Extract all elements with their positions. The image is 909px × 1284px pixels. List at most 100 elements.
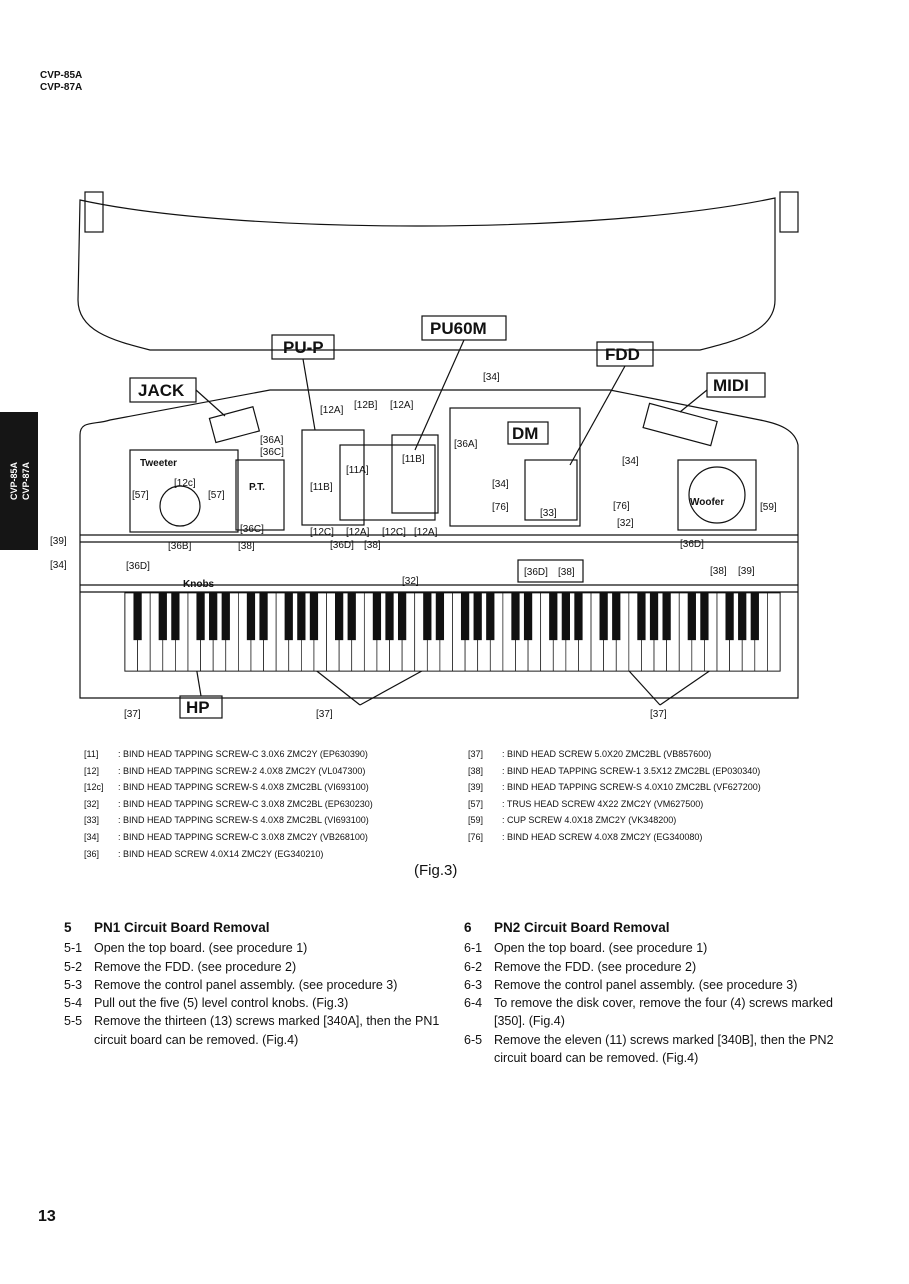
legend-code: [59] [468, 815, 484, 826]
step-text: Remove the thirteen (13) screws marked [… [94, 1014, 440, 1047]
model-header: CVP-85A CVP-87A [40, 70, 82, 94]
legend-text: : BIND HEAD TAPPING SCREW-1 3.5X12 ZMC2B… [502, 765, 761, 776]
page-number: 13 [38, 1208, 56, 1225]
black-key [335, 592, 344, 641]
legend-text: : BIND HEAD SCREW 5.0X20 ZMC2BL (VB85760… [502, 749, 712, 759]
step-number: 5-3 [64, 977, 83, 992]
label-screw: [38] [710, 566, 727, 577]
black-key [284, 592, 293, 641]
black-key [574, 592, 583, 641]
procedure-step: 5-4 Pull out the five (5) level control k… [64, 994, 444, 1012]
legend-text: : BIND HEAD TAPPING SCREW-C 3.0X8 ZMC2BL… [118, 798, 373, 809]
side-tab-line: CVP-85A [9, 461, 19, 500]
black-key [347, 592, 356, 641]
step-number: 5-4 [64, 996, 83, 1011]
label-screw: [36C] [260, 447, 284, 458]
legend-code: [37] [468, 749, 484, 759]
label-screw: [59] [760, 502, 777, 513]
legend-text: : BIND HEAD TAPPING SCREW-S 4.0X8 ZMC2BL… [118, 782, 369, 793]
section-number: 6 [464, 920, 472, 935]
label-screw: [34] [622, 456, 639, 467]
callout-fdd: FDD [605, 345, 640, 364]
legend-row: [33]: BIND HEAD TAPPING SCREW-S 4.0X8 ZM… [84, 812, 373, 829]
display-right [642, 402, 718, 447]
power-transformer [235, 459, 285, 531]
label-screw: [36D] [126, 561, 150, 572]
label-screw: [76] [613, 501, 630, 512]
black-key [171, 592, 180, 641]
label-screw: [76] [492, 502, 509, 513]
label-screw: [39] [738, 566, 755, 577]
legend-text: : BIND HEAD TAPPING SCREW-C 3.0X8 ZMC2Y … [118, 831, 368, 842]
label-screw: [12A] [346, 527, 370, 538]
black-key [246, 592, 256, 641]
callout-pu60m: PU60M [430, 319, 487, 338]
label-screw: [36D] [680, 539, 704, 550]
black-key [397, 592, 407, 641]
black-key [309, 592, 319, 641]
black-key [196, 592, 205, 641]
black-key [738, 592, 747, 641]
legend-row: [11]: BIND HEAD TAPPING SCREW-C 3.0X6 ZM… [84, 746, 373, 763]
lid-hinge-left [84, 191, 104, 233]
black-key [637, 592, 646, 641]
legend-text: : BIND HEAD TAPPING SCREW-S 4.0X10 ZMC2B… [502, 782, 761, 793]
top-lid-outline [77, 197, 776, 351]
black-key [460, 592, 470, 641]
label-screw: [12B] [354, 400, 378, 411]
legend-code: [12c] [84, 782, 104, 793]
legend-row: [37] : BIND HEAD SCREW 5.0X20 ZMC2BL (VB8… [468, 746, 761, 763]
black-key [750, 592, 759, 641]
black-key [221, 592, 230, 641]
label-screw: [38] [238, 541, 255, 552]
fdd-unit [524, 459, 578, 521]
legend-row: [12]: BIND HEAD TAPPING SCREW-2 4.0X8 ZM… [84, 763, 373, 780]
black-key [687, 592, 696, 641]
pu-board-center [339, 444, 436, 521]
step-text: Pull out the five (5) level control knob… [94, 996, 349, 1011]
black-key [599, 592, 608, 641]
step-text: To remove the disk cover, remove the fou… [494, 996, 834, 1029]
label-screw: [12A] [414, 527, 438, 538]
black-key [700, 592, 709, 641]
legend-row: [59]: CUP SCREW 4.0X18 ZMC2Y (VK348200) [468, 812, 761, 829]
screw-legend-right: [37] : BIND HEAD SCREW 5.0X20 ZMC2BL (VB8… [468, 746, 761, 846]
legend-code: [39] [468, 782, 484, 793]
legend-code: [76] [468, 831, 484, 842]
label-screw: [32] [617, 518, 634, 529]
legend-text: : BIND HEAD TAPPING SCREW-2 4.0X8 ZMC2Y … [118, 765, 366, 776]
keyboard-keys [124, 592, 781, 672]
exploded-diagram: PU-P PU60M FDD JACK MIDI DM HP Tweeter W… [50, 191, 799, 720]
step-text: Remove the control panel assembly. (see … [494, 977, 798, 992]
label-screw: [36D] [330, 540, 354, 551]
step-number: 5-1 [64, 941, 83, 956]
screw-legend-left: [11]: BIND HEAD TAPPING SCREW-C 3.0X6 ZM… [84, 746, 373, 862]
legend-code: [34] [84, 831, 100, 842]
black-key [133, 592, 142, 641]
label-screw: [12C] [382, 527, 406, 538]
step-text: Remove the control panel assembly. (see … [94, 977, 398, 992]
pu-board-left [301, 429, 365, 526]
label-screw: [11B] [402, 454, 425, 465]
legend-code: [32] [84, 798, 100, 809]
black-key [435, 592, 445, 641]
label-screw: [39] [50, 536, 67, 547]
label-screw: [11B] [310, 482, 333, 493]
section-number: 5 [64, 920, 72, 935]
leader-line [679, 389, 708, 413]
step-number: 6-1 [464, 941, 483, 956]
label-screw: [12C] [310, 527, 334, 538]
tweeter-speaker [159, 485, 201, 527]
leader-line [569, 365, 626, 466]
label-screw: [34] [50, 560, 67, 571]
label-screw: [37] [124, 709, 141, 720]
label-screw: [36B] [168, 541, 192, 552]
callout-box [706, 372, 766, 398]
